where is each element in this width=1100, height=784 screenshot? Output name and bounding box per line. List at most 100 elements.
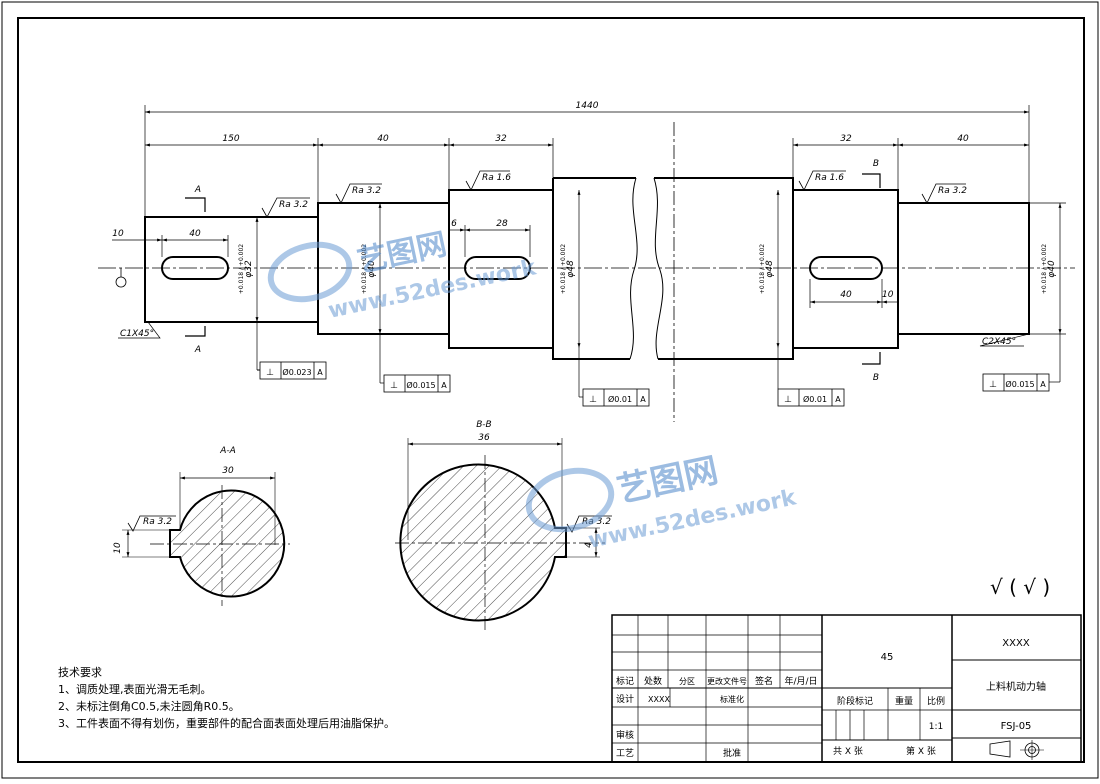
- technical-requirements: 技术要求 1、调质处理,表面光滑无毛刺。 2、未标注倒角C0.5,未注圆角R0.…: [58, 664, 395, 732]
- tb-standard: 标准化: [720, 694, 744, 704]
- section-a-marks: [185, 173, 881, 365]
- keyway-1: [161, 256, 229, 280]
- tb-weight: 重量: [895, 695, 913, 707]
- tb-designer: XXXX: [648, 695, 670, 704]
- section-a-label-top: A: [194, 185, 201, 195]
- dim-total-length: 1440: [576, 101, 599, 111]
- dim-28: 28: [496, 219, 508, 229]
- tech-title: 技术要求: [58, 666, 102, 679]
- svg-text:Ø0.023: Ø0.023: [282, 367, 311, 377]
- svg-text:Ø0.01: Ø0.01: [803, 394, 827, 404]
- gtol-frame-3: ⊥ Ø0.01 A: [578, 348, 650, 407]
- tb-h-count: 处数: [644, 675, 662, 687]
- roughness-2: Ra 3.2: [352, 186, 381, 196]
- break-line-left: [629, 177, 638, 360]
- dim-150: 150: [222, 134, 239, 144]
- svg-text:A: A: [317, 368, 323, 377]
- general-roughness: √ ( √ ): [990, 575, 1050, 599]
- tb-h-mark: 标记: [616, 675, 634, 687]
- datum-a-symbol: [115, 276, 127, 288]
- tb-drawing-no: FSJ-05: [1001, 721, 1032, 732]
- keyway-2: [464, 256, 531, 280]
- svg-text:φ40: φ40: [367, 260, 377, 278]
- svg-text:Ø0.015: Ø0.015: [1005, 379, 1034, 389]
- dim-keyway-40: 40: [189, 229, 201, 239]
- svg-text:φ32: φ32: [244, 260, 254, 278]
- dim-bb-4: 4: [584, 542, 594, 548]
- shaft-step-6: [897, 202, 1030, 335]
- svg-text:+0.018 / +0.002: +0.018 / +0.002: [361, 244, 368, 294]
- svg-text:A: A: [1040, 380, 1046, 389]
- svg-text:⊥: ⊥: [390, 381, 398, 391]
- dim-40-a: 40: [377, 134, 389, 144]
- dim-6: 6: [451, 219, 457, 229]
- tb-design: 设计: [616, 693, 634, 705]
- roughness-bb: Ra 3.2: [582, 517, 611, 527]
- tb-process: 工艺: [616, 748, 634, 759]
- dim-10: 10: [112, 229, 124, 239]
- svg-text:⊥: ⊥: [266, 368, 274, 378]
- shaft-outline: [144, 177, 1030, 360]
- svg-text:φ48: φ48: [566, 260, 576, 278]
- diameter-1: φ32 +0.018 / +0.002: [238, 244, 254, 294]
- roughness-5: Ra 3.2: [938, 186, 967, 196]
- roughness-3: Ra 1.6: [482, 173, 511, 183]
- chamfer-right: C2X45°: [982, 337, 1016, 347]
- section-a-label-bottom: A: [194, 345, 201, 355]
- dim-32-b: 32: [840, 134, 852, 144]
- roughness-1: Ra 3.2: [279, 200, 308, 210]
- inner-border: [17, 17, 1085, 763]
- tb-total-sheets: 共 X 张: [833, 746, 863, 757]
- svg-text:+0.018 / +0.002: +0.018 / +0.002: [759, 244, 766, 294]
- roughness-4: Ra 1.6: [815, 173, 844, 183]
- dim-aa-10: 10: [113, 542, 123, 554]
- diameter-2: φ40 +0.018 / +0.002: [361, 244, 377, 294]
- gtol-frame-5: ⊥ Ø0.015 A: [982, 334, 1061, 392]
- dim-aa-30: 30: [222, 466, 234, 476]
- svg-text:φ48: φ48: [765, 260, 775, 278]
- section-b-label-top: B: [873, 159, 879, 169]
- section-bb-title: B-B: [476, 420, 491, 430]
- svg-text:A: A: [640, 395, 646, 404]
- dim-32-a: 32: [495, 134, 507, 144]
- tech-item-1: 1、调质处理,表面光滑无毛刺。: [58, 683, 212, 696]
- svg-text:Ø0.015: Ø0.015: [406, 380, 435, 390]
- svg-text:⊥: ⊥: [784, 395, 792, 405]
- roughness-aa: Ra 3.2: [143, 517, 172, 527]
- shaft-step-1: [144, 216, 319, 323]
- tb-material: 45: [881, 652, 894, 663]
- svg-text:+0.018 / +0.002: +0.018 / +0.002: [238, 244, 245, 294]
- tb-h-date: 年/月/日: [784, 675, 817, 687]
- tech-item-2: 2、未标注倒角C0.5,未注圆角R0.5。: [58, 700, 240, 713]
- tech-item-3: 3、工件表面不得有划伤，重要部件的配合面表面处理后用油脂保护。: [58, 717, 395, 730]
- section-bb: B-B 36 4 Ra 3.2: [395, 420, 612, 632]
- gtol-frame-4: ⊥ Ø0.01 A: [777, 348, 845, 407]
- dim-10-right: 10: [882, 290, 894, 300]
- tb-h-zone: 分区: [679, 677, 695, 686]
- diameter-4: φ48 +0.018 / +0.002: [759, 244, 775, 294]
- diameter-3: φ48 +0.018 / +0.002: [560, 244, 576, 294]
- tb-scale: 1:1: [929, 722, 943, 732]
- svg-text:⊥: ⊥: [589, 395, 597, 405]
- svg-text:+0.018 / +0.002: +0.018 / +0.002: [560, 244, 567, 294]
- dim-keyway-40-right: 40: [840, 290, 852, 300]
- chamfer-left: C1X45°: [120, 329, 154, 339]
- keyway-3: [809, 256, 883, 280]
- tb-h-sign: 签名: [755, 675, 773, 687]
- section-bb-shape: [399, 463, 567, 622]
- tb-approve: 批准: [723, 747, 741, 759]
- tb-h-doc: 更改文件号: [707, 676, 747, 686]
- gtol-frame-2: ⊥ Ø0.015 A: [379, 334, 451, 393]
- tb-company: XXXX: [1002, 638, 1030, 649]
- svg-text:+0.018 / +0.002: +0.018 / +0.002: [1041, 244, 1048, 294]
- svg-text:Ø0.01: Ø0.01: [608, 394, 632, 404]
- section-b-label-bottom: B: [873, 373, 879, 383]
- dim-40-b: 40: [957, 134, 969, 144]
- svg-text:艺图网: 艺图网: [354, 227, 449, 280]
- section-aa-shape: [169, 489, 286, 598]
- tb-part-name: 上料机动力轴: [986, 680, 1046, 693]
- svg-text:⊥: ⊥: [989, 380, 997, 390]
